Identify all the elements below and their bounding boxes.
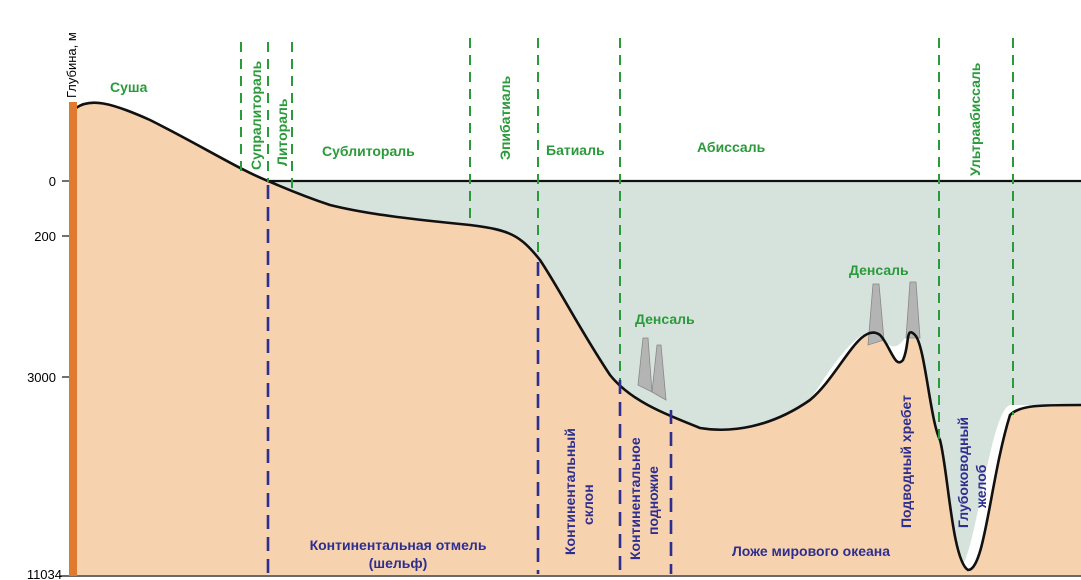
relief-label-shelf-line1: Континентальная отмель: [310, 537, 487, 553]
axis-title: Глубина, м: [64, 32, 79, 98]
relief-label-trench-line1: Глубоководный: [955, 417, 971, 528]
seamount-3: [867, 283, 885, 346]
relief-label-slope-line1: Континентальный: [562, 428, 578, 555]
depth-scale-bar: [69, 102, 77, 576]
zone-label-densal-2: Денсаль: [849, 262, 909, 278]
tick-label-3000: 3000: [27, 370, 56, 385]
water-area: [268, 181, 1081, 568]
seamount-4: [905, 281, 921, 339]
seamount-1: [637, 337, 653, 393]
zone-label-littoral: Литораль: [274, 98, 290, 166]
bottom-profile-line: [75, 101, 1081, 572]
seabed-land: [76, 102, 1081, 576]
relief-label-slope-line2: склон: [580, 484, 596, 525]
zone-label-land: Суша: [110, 79, 148, 95]
tick-label-0: 0: [49, 174, 56, 189]
tick-label-200: 200: [34, 229, 56, 244]
zone-label-epibathyal: Эпибатиаль: [497, 75, 513, 160]
zone-label-densal-1: Денсаль: [635, 311, 695, 327]
relief-label-shelf-line2: (шельф): [369, 555, 428, 571]
relief-label-ocean-floor: Ложе мирового океана: [732, 543, 890, 559]
seamount-2: [651, 344, 667, 401]
zone-boundaries: [240, 38, 1014, 440]
relief-label-ridge: Подводный хребет: [898, 395, 914, 528]
relief-label-rise-line1: Континентальное: [627, 437, 643, 560]
tick-label-11034: 11034: [27, 567, 62, 580]
relief-boundaries: [266, 185, 673, 574]
zone-label-bathyal: Батиаль: [546, 142, 605, 158]
relief-label-trench-line2: желоб: [973, 464, 989, 509]
zone-label-supralittoral: Супралитораль: [248, 60, 264, 170]
zone-label-sublittoral: Сублитораль: [322, 143, 415, 159]
zone-label-abyssal: Абиссаль: [697, 139, 766, 155]
relief-label-rise-line2: подножие: [645, 466, 661, 535]
zone-label-ultraabyssal: Ультраабиссаль: [967, 62, 983, 176]
